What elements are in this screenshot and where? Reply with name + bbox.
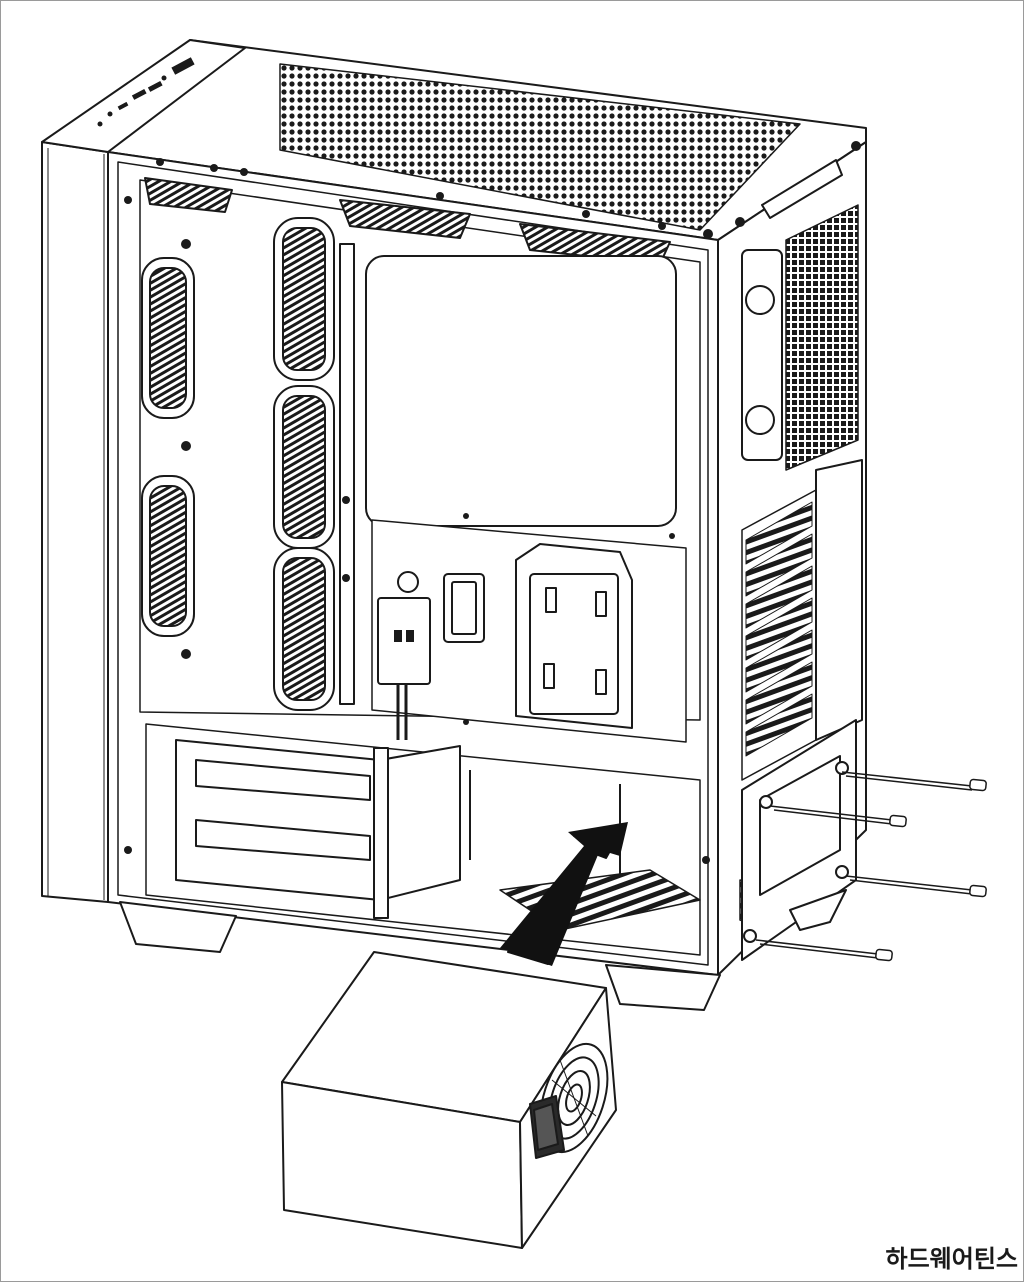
front-io-ports: [97, 57, 195, 127]
psu-power-socket: [529, 1095, 565, 1159]
psu-screws: [755, 771, 987, 962]
side-glass-panel: [41, 141, 109, 903]
screw-icon: [769, 805, 907, 828]
screw-icon: [755, 939, 893, 962]
ssd-bracket: [515, 543, 633, 729]
rear-panel: [107, 141, 861, 976]
fan-hub-board: [377, 571, 431, 740]
watermark-text: 하드웨어틴스: [885, 1245, 1018, 1273]
screw-icon: [841, 771, 987, 792]
expansion-slots: [741, 459, 863, 781]
install-direction-arrow-icon: [500, 822, 628, 966]
psu-fan: [539, 1042, 609, 1154]
pc-case: [41, 39, 867, 1011]
screw-icon: [845, 875, 987, 898]
power-supply-unit: [281, 951, 617, 1249]
case-feet: [119, 889, 847, 1011]
